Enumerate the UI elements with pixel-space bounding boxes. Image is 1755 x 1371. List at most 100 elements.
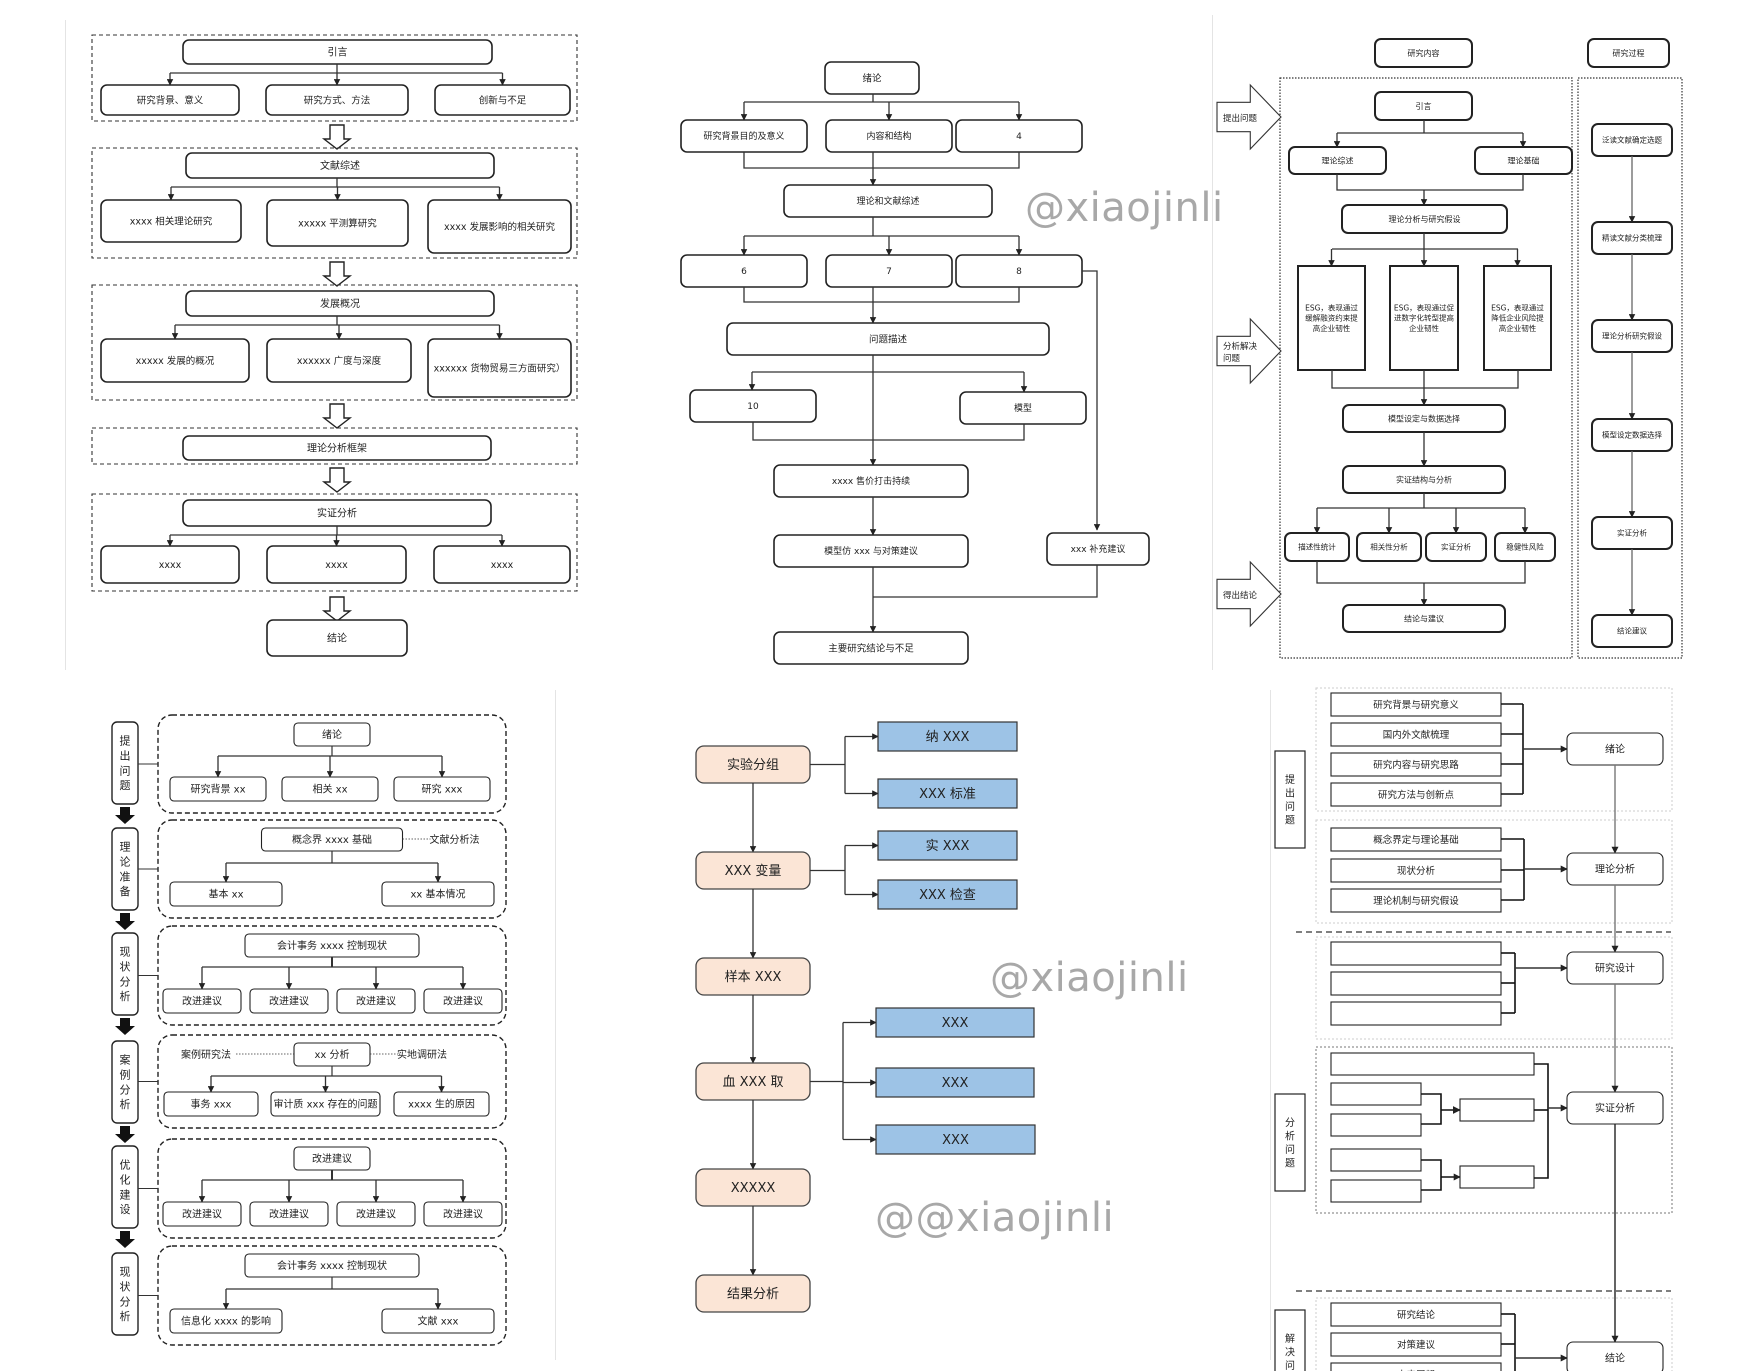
node-label: xxxxxx 广度与深度 — [297, 355, 382, 367]
node-label: ESG，表现通过促 — [1394, 303, 1455, 313]
node-label: 建 — [120, 1187, 131, 1201]
node-label: 研究结论 — [1397, 1309, 1436, 1321]
stage-child-box — [163, 1091, 259, 1117]
node-label: XXX 标准 — [919, 787, 976, 802]
node-label: 缓解融资约束提 — [1305, 313, 1358, 323]
node-label: 对策建议 — [1397, 1339, 1436, 1351]
stage-child-box — [169, 1308, 283, 1334]
section-child-box — [100, 199, 242, 243]
node-label: 8 — [1016, 267, 1022, 277]
node-label: 论 — [120, 855, 131, 869]
section-title-box — [185, 290, 495, 317]
node-label: 模型仿 xxx 与对策建议 — [824, 545, 918, 557]
node-label: 绪论 — [862, 72, 882, 84]
down-block-arrow-icon — [321, 467, 353, 493]
group-frame — [1315, 936, 1673, 1040]
connector-line — [1534, 1063, 1549, 1179]
stage-child-box — [249, 1201, 329, 1227]
node-label: XXX — [942, 1016, 969, 1031]
node-label: 信息化 xxxx 的影响 — [181, 1315, 271, 1328]
node-label: 企业韧性 — [1409, 323, 1439, 333]
node-box — [1297, 265, 1366, 371]
arrow-conclusion-icon — [1216, 560, 1282, 628]
node-label: xxxx 生的原因 — [408, 1098, 475, 1111]
node-label: 研究内容与研究思路 — [1373, 759, 1459, 771]
node-label: 题 — [120, 779, 131, 792]
arrow-analyze-problem-icon — [1216, 317, 1282, 385]
node-label: 结果分析 — [727, 1287, 779, 1302]
node-box — [773, 631, 969, 665]
method-label: 案例研究法 — [181, 1048, 231, 1061]
node-label: 未来展望 — [1397, 1369, 1435, 1371]
stage-child-box — [281, 776, 379, 802]
item-box — [1330, 1001, 1502, 1026]
node-label: 精读文献分类梳理 — [1602, 233, 1662, 243]
group-frame — [1315, 1297, 1673, 1371]
branch-box — [875, 1067, 1035, 1098]
stage-child-box — [270, 1091, 381, 1117]
connector-line — [1421, 1093, 1442, 1125]
node-label: 血 XXX 取 — [723, 1075, 784, 1090]
node-box — [783, 184, 993, 218]
node-label: 状 — [120, 1280, 131, 1294]
node-label: 内容和结构 — [866, 130, 911, 142]
node-label: 出 — [120, 749, 131, 763]
item-box — [1330, 1082, 1422, 1106]
node-label: 例 — [120, 1068, 131, 1082]
node-label: 设 — [120, 1203, 131, 1216]
node-label: xx 分析 — [314, 1048, 349, 1061]
stage-child-box — [249, 988, 329, 1014]
branch-box — [875, 1007, 1035, 1038]
node-label: 问 — [1285, 800, 1295, 813]
node-label: 概念界定与理论基础 — [1373, 834, 1459, 846]
connector-line — [743, 152, 1020, 169]
node-label: 审计质 xxx 存在的问题 — [273, 1098, 377, 1111]
stage-label-box — [111, 932, 139, 1016]
section-child-box — [100, 545, 240, 584]
node-label: 结论建议 — [1617, 626, 1647, 636]
node-label: 4 — [1016, 132, 1022, 142]
node-label: 状 — [120, 960, 131, 974]
node-label: 相关性分析 — [1370, 542, 1408, 552]
node-label: 理论分析框架 — [307, 442, 367, 455]
content-frame — [1279, 77, 1573, 659]
node-label: 理论分析研究假设 — [1602, 331, 1662, 341]
node-label: 准 — [120, 870, 131, 883]
node-label: 文献综述 — [320, 159, 360, 172]
node-label: 问题描述 — [869, 333, 908, 345]
watermark: @xiaojinli — [990, 955, 1189, 1001]
node-label: 实证分析 — [1441, 542, 1471, 552]
node-box — [825, 119, 953, 153]
node-label: 改进建议 — [356, 1208, 396, 1221]
node-label: 创新与不足 — [479, 94, 527, 106]
node-label: 6 — [741, 267, 747, 277]
arrow-label: 得出结论 — [1223, 590, 1258, 601]
node-label: 研究设计 — [1595, 962, 1635, 975]
connector-line — [1421, 1159, 1442, 1191]
arrow-label: 问题 — [1223, 354, 1241, 364]
node-label: 决 — [1285, 1346, 1295, 1358]
node-label: 理论和文献综述 — [856, 195, 919, 207]
node-label: 分 — [1285, 1117, 1295, 1129]
node-label: 改进建议 — [356, 995, 396, 1008]
node-box — [1342, 604, 1506, 633]
node-label: 高企业韧性 — [1313, 323, 1351, 333]
node-box — [1591, 614, 1673, 648]
node-label: 研究内容 — [1408, 48, 1440, 58]
node-label: 会计事务 xxxx 控制现状 — [277, 939, 387, 952]
node-label: 引言 — [328, 46, 348, 59]
section-frame — [91, 34, 578, 122]
node-label: 研究背景与研究意义 — [1373, 699, 1459, 711]
node-label: XXX 变量 — [725, 863, 782, 879]
separator — [1212, 15, 1213, 670]
node-label: 现 — [120, 1266, 131, 1279]
node-label: 分 — [120, 1295, 131, 1308]
group-frame — [1315, 819, 1673, 924]
node-label: 优 — [120, 1159, 131, 1172]
arrow-label: 分析解决 — [1223, 341, 1258, 352]
watermark: @@xiaojinli — [875, 1195, 1115, 1241]
node-label: 模型 — [1014, 403, 1032, 414]
node-label: xxxx 相关理论研究 — [130, 215, 213, 227]
